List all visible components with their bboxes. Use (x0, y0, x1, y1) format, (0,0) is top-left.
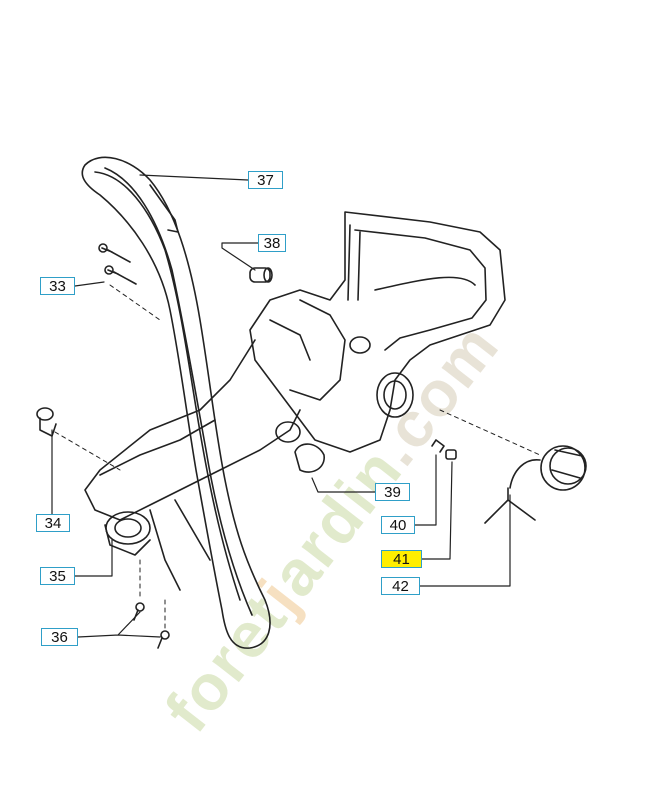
callout-36[interactable]: 36 (41, 628, 78, 646)
callout-34[interactable]: 34 (36, 514, 70, 532)
callout-37[interactable]: 37 (248, 171, 283, 189)
small-parts (36, 243, 587, 649)
rear-handle-housing (249, 211, 506, 453)
assembly-lines (54, 284, 541, 631)
callout-42[interactable]: 42 (381, 577, 420, 595)
callout-39[interactable]: 39 (375, 483, 410, 501)
leader-lines (51, 174, 511, 638)
callout-41-highlighted[interactable]: 41 (381, 550, 422, 568)
callout-38[interactable]: 38 (258, 234, 286, 252)
callout-35[interactable]: 35 (40, 567, 75, 585)
callout-40[interactable]: 40 (381, 516, 415, 534)
front-handlebar (81, 156, 271, 649)
callout-33[interactable]: 33 (40, 277, 75, 295)
front-frame-arm (84, 339, 301, 591)
